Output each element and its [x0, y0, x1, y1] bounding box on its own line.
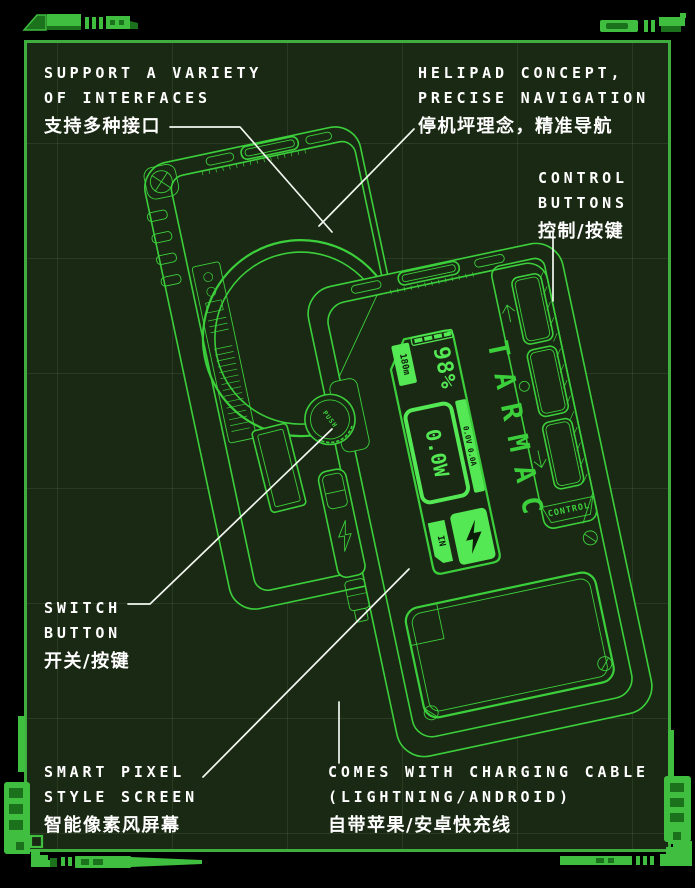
annotation-switch: SWITCH BUTTON 开关/按键 — [44, 596, 130, 675]
face-seams — [338, 294, 594, 524]
annotation-screen-line1: SMART PIXEL — [44, 763, 186, 781]
annotation-cable-zh: 自带苹果/安卓快充线 — [328, 815, 512, 836]
annotation-interfaces-zh: 支持多种接口 — [44, 116, 161, 137]
knurl-band — [318, 425, 353, 444]
down-arrow-icon — [533, 450, 547, 468]
switch-knob: PUSH — [304, 378, 370, 453]
regulatory-label — [191, 261, 257, 444]
deco-bottom-left — [4, 716, 202, 868]
annotation-screen-line2: STYLE SCREEN — [44, 788, 198, 806]
side-ribs — [146, 209, 182, 287]
screen-battery-bar — [410, 328, 454, 346]
control-button-middle — [526, 345, 570, 418]
screen-runtime-tile — [391, 342, 417, 386]
annotation-interfaces: SUPPORT A VARIETY OF INTERFACES 支持多种接口 — [44, 61, 262, 140]
control-button-down — [541, 417, 585, 490]
up-arrow-icon — [502, 304, 515, 323]
charging-cable — [317, 468, 370, 623]
annotation-switch-line1: SWITCH — [44, 599, 121, 617]
control-button-up — [511, 273, 554, 345]
screen-voltamp-bar — [455, 399, 485, 493]
lightning-bolt-icon — [466, 519, 482, 554]
callout-screen — [202, 568, 410, 778]
callout-helipad — [318, 128, 415, 227]
annotation-interfaces-line1: SUPPORT A VARIETY — [44, 64, 263, 82]
callout-interfaces — [169, 126, 333, 233]
cable-recess — [404, 571, 615, 719]
annotation-helipad-line2: PRECISE NAVIGATION — [418, 89, 649, 107]
annotation-control-zh: 控制/按键 — [538, 221, 625, 242]
annotation-helipad-line1: HELIPAD CONCEPT, — [418, 64, 624, 82]
screen-power-frame — [403, 401, 471, 505]
screen-input-label: IN — [435, 535, 447, 548]
right-device-drawing: 180m 98% 0.0W 0.0V 0.0A IN TARMAC — [304, 242, 653, 758]
annotation-control: CONTROL BUTTONS 控制/按键 — [538, 166, 628, 245]
callout-lines — [127, 126, 554, 778]
control-panel: CONTROL — [491, 257, 598, 529]
screen-input-tile — [427, 519, 454, 564]
deco-bottom-right — [560, 730, 692, 866]
annotation-cable-line2: (LIGHTNING/ANDROID) — [328, 788, 572, 806]
panel-hatching — [539, 270, 588, 483]
left-device-top-ports — [201, 131, 332, 176]
control-banner — [541, 496, 594, 524]
annotation-switch-zh: 开关/按键 — [44, 651, 131, 672]
right-device-top-ports — [351, 254, 505, 295]
pixel-screen: 180m 98% 0.0W 0.0V 0.0A IN — [389, 328, 501, 575]
callout-switch — [127, 428, 333, 605]
annotation-control-line2: BUTTONS — [538, 194, 628, 212]
annotation-cable-line1: COMES WITH CHARGING CABLE — [328, 763, 649, 781]
screen-runtime: 180m — [397, 353, 411, 377]
stand-card — [251, 422, 307, 514]
annotation-switch-line2: BUTTON — [44, 624, 121, 642]
deco-top-right — [600, 13, 686, 32]
annotation-control-line1: CONTROL — [538, 169, 628, 187]
deco-top-left — [22, 14, 138, 31]
annotation-screen: SMART PIXEL STYLE SCREEN 智能像素风屏幕 — [44, 760, 198, 839]
annotation-interfaces-line2: OF INTERFACES — [44, 89, 211, 107]
annotation-helipad-zh: 停机坪理念，精准导航 — [418, 116, 613, 137]
circle-icon — [518, 380, 530, 392]
annotation-helipad: HELIPAD CONCEPT, PRECISE NAVIGATION 停机坪理… — [418, 61, 649, 140]
cable-bolt-icon — [338, 520, 352, 552]
corner-bumper — [143, 163, 180, 200]
annotation-screen-zh: 智能像素风屏幕 — [44, 815, 181, 836]
annotation-cable: COMES WITH CHARGING CABLE (LIGHTNING/AND… — [328, 760, 649, 839]
